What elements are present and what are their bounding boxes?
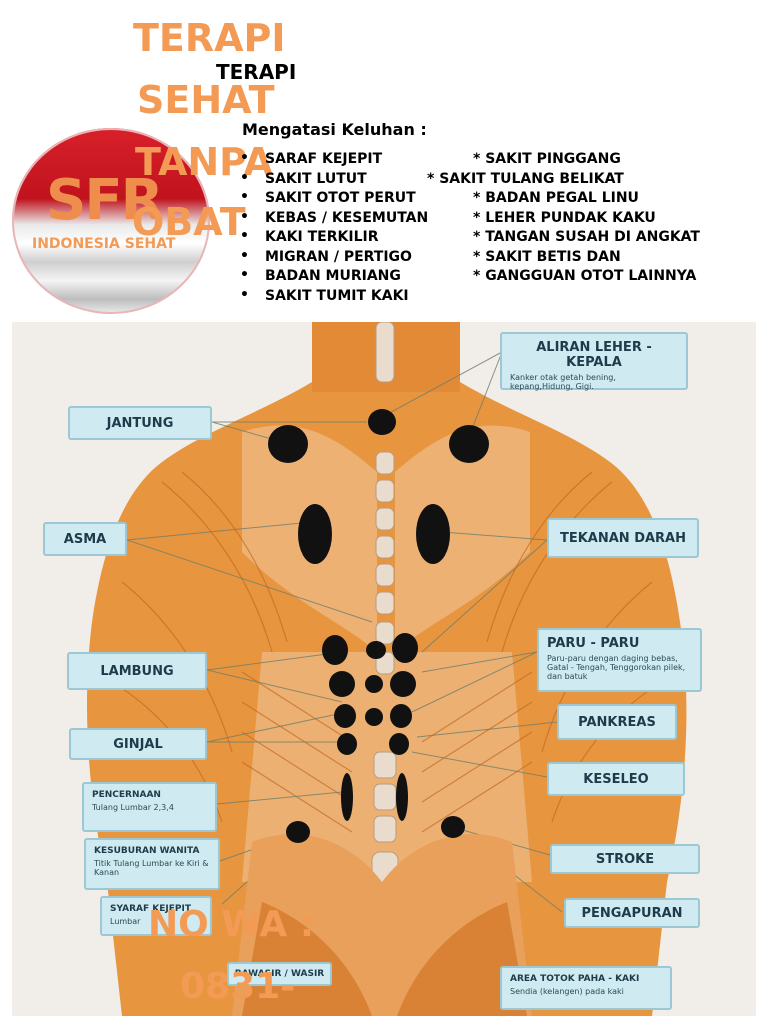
list-item: SAKIT OTOT PERUT xyxy=(265,190,416,206)
bullet-icon: • xyxy=(240,170,249,186)
contact-number: 0831- xyxy=(180,966,296,1007)
label-pankreas: PANKREAS xyxy=(557,704,677,740)
list-item: * GANGGUAN OTOT LAINNYA xyxy=(473,268,697,284)
list-item: KEBAS / KESEMUTAN xyxy=(265,210,429,226)
label-title: KESUBURAN WANITA xyxy=(94,846,200,856)
list-item: * SAKIT PINGGANG xyxy=(473,151,621,167)
label-subtext: Titik Tulang Lumbar ke Kiri & Kanan xyxy=(94,859,209,877)
list-item: * BADAN PEGAL LINU xyxy=(473,190,639,206)
list-item: MIGRAN / PERTIGO xyxy=(265,249,412,265)
logo-badge: SFR INDONESIA SEHAT xyxy=(12,128,210,314)
label-subtext: Lumbar xyxy=(110,917,141,926)
back-muscles-drawing xyxy=(87,322,687,1016)
label-title: PENCERNAAN xyxy=(92,790,161,800)
label-title: AREA TOTOK PAHA - KAKI xyxy=(510,974,640,984)
list-item: * SAKIT TULANG BELIKAT xyxy=(427,171,624,187)
bullet-icon: • xyxy=(240,228,249,244)
label-asma: ASMA xyxy=(43,522,127,556)
bullet-icon: • xyxy=(240,189,249,205)
label-title: SYARAF KEJEPIT xyxy=(110,904,191,914)
label-pencernaan: PENCERNAAN Tulang Lumbar 2,3,4 xyxy=(82,782,217,832)
logo-mark: SFR xyxy=(46,168,164,233)
label-subtext: Tulang Lumbar 2,3,4 xyxy=(92,803,174,812)
label-stroke: STROKE xyxy=(550,844,700,874)
list-item: BADAN MURIANG xyxy=(265,268,401,284)
label-lambung: LAMBUNG xyxy=(67,652,207,690)
list-item: SAKIT LUTUT xyxy=(265,171,367,187)
complaints-heading: Mengatasi Keluhan : xyxy=(242,120,427,139)
label-kesuburan-wanita: KESUBURAN WANITA Titik Tulang Lumbar ke … xyxy=(84,838,220,890)
overlay-title-line4: OBAT xyxy=(132,200,246,244)
label-pengapuran: PENGAPURAN xyxy=(564,898,700,928)
back-anatomy-illustration: ALIRAN LEHER - KEPALA Kanker otak getah … xyxy=(12,322,756,1016)
label-subtext: Kanker otak getah bening, kepang,Hidung,… xyxy=(510,373,616,391)
contact-label: NO WA : xyxy=(148,904,315,945)
label-paru-paru: PARU - PARU Paru-paru dengan daging beba… xyxy=(537,628,702,692)
logo-tagline: INDONESIA SEHAT xyxy=(32,236,176,252)
label-subtext: Paru-paru dengan daging bebas, Gatal - T… xyxy=(547,654,686,681)
label-syaraf-kejepit: SYARAF KEJEPIT Lumbar xyxy=(100,896,212,936)
list-item: SARAF KEJEPIT xyxy=(265,151,383,167)
label-aliran-leher-kepala: ALIRAN LEHER - KEPALA Kanker otak getah … xyxy=(500,332,688,391)
label-title: ALIRAN LEHER - KEPALA xyxy=(536,340,652,370)
list-item: * LEHER PUNDAK KAKU xyxy=(473,210,656,226)
bullet-icon: • xyxy=(240,209,249,225)
list-item: * TANGAN SUSAH DI ANGKAT xyxy=(473,229,700,245)
bullet-icon: • xyxy=(240,267,249,283)
header-title: TERAPI xyxy=(216,60,297,84)
overlay-title-line3: TANPA xyxy=(135,140,273,184)
label-ginjal: GINJAL xyxy=(69,728,207,760)
bullet-icon: • xyxy=(240,287,249,303)
list-item: KAKI TERKILIR xyxy=(265,229,379,245)
overlay-title-line2: SEHAT xyxy=(137,78,275,122)
overlay-title-line1: TERAPI xyxy=(133,16,286,60)
bullet-icon: • xyxy=(240,150,249,166)
list-item: * SAKIT BETIS DAN xyxy=(473,249,621,265)
label-wasir: BAWASIR / WASIR xyxy=(227,962,332,986)
label-title: PARU - PARU xyxy=(547,636,640,651)
label-subtext: Sendia (kelangen) pada kaki xyxy=(510,987,624,996)
label-jantung: JANTUNG xyxy=(68,406,212,440)
list-item: SAKIT TUMIT KAKI xyxy=(265,288,409,304)
bullet-icon: • xyxy=(240,248,249,264)
label-keseleo: KESELEO xyxy=(547,762,685,796)
label-area-totok-paha-kaki: AREA TOTOK PAHA - KAKI Sendia (kelangen)… xyxy=(500,966,672,1010)
label-tekanan-darah: TEKANAN DARAH xyxy=(547,518,699,558)
